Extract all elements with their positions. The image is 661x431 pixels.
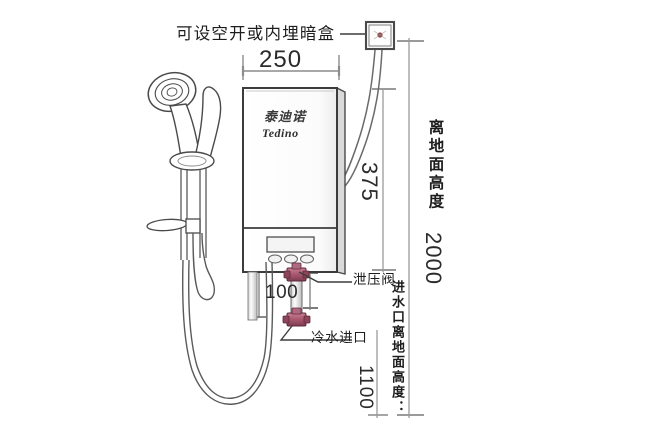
ground-height-value: 2000	[421, 232, 446, 285]
dimension-1100	[368, 330, 388, 418]
shower-head-icon	[147, 71, 222, 171]
dimension-250	[241, 55, 341, 80]
brand-logo-cn: 泰迪诺	[264, 109, 307, 124]
dimension-2000	[397, 38, 424, 418]
rail-hook-icon	[146, 218, 201, 234]
shower-rail-icon	[180, 168, 207, 260]
inlet-valve-icon	[279, 307, 352, 341]
dimension-375	[372, 88, 396, 272]
relief-valve-label: 泄压阀	[353, 272, 396, 287]
relief-valve-icon	[283, 262, 352, 283]
shower-hose-icon	[181, 232, 274, 405]
brand-logo-en: Tedino	[262, 126, 299, 140]
dimension-375-label: 375	[357, 162, 382, 202]
dimension-250-label: 250	[259, 46, 303, 73]
inlet-height-value: 1100	[355, 365, 376, 410]
electrical-box-icon	[340, 20, 396, 51]
dimension-100-label: 100	[265, 282, 299, 303]
display-panel-icon	[268, 254, 314, 264]
electrical-box-note: 可设空开或内埋暗盒	[176, 25, 336, 43]
cold-water-inlet-label: 冷水进口	[311, 330, 368, 345]
inlet-height-label: 进水口离地面高度：	[390, 280, 405, 415]
ground-height-label: 离地面高度	[426, 119, 444, 212]
